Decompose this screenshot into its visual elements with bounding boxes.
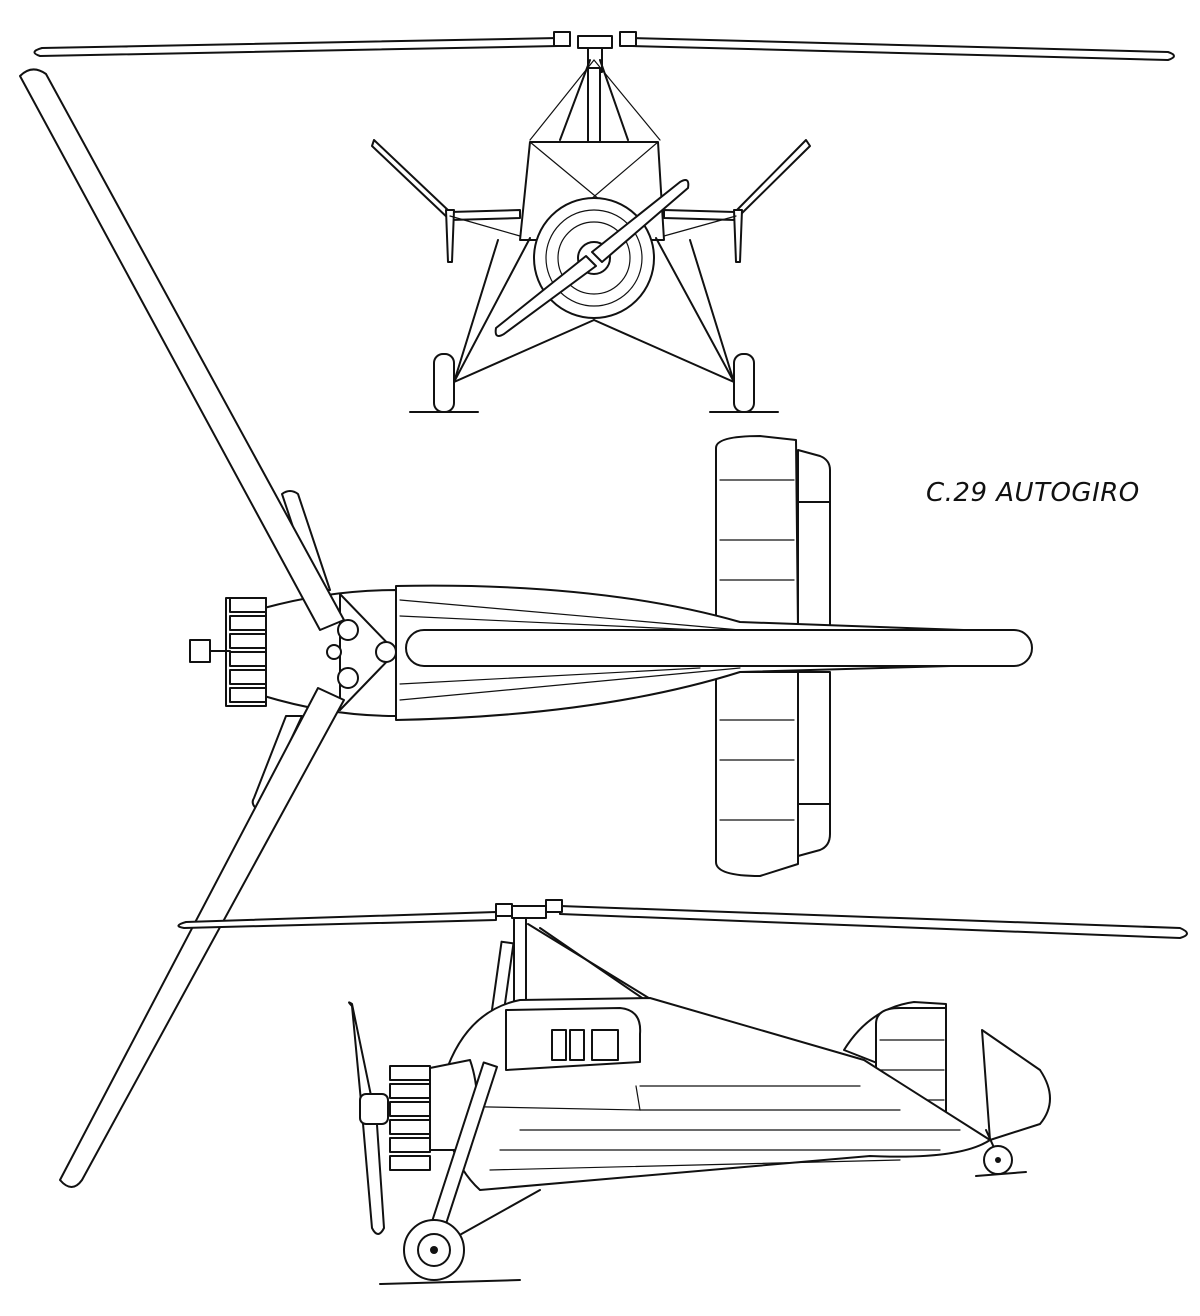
plan-view-tailplane: [715, 435, 831, 877]
front-view-propeller: [494, 179, 690, 337]
front-view-rotor: [33, 31, 1175, 73]
front-view-pylon: [529, 59, 661, 151]
side-view-rotor: [177, 899, 1188, 939]
side-view-fuselage: [439, 997, 991, 1191]
plan-view: [19, 68, 1033, 1188]
side-view-propeller: [348, 1001, 389, 1235]
plan-view-hub: [326, 593, 397, 711]
plan-view-engine: [189, 589, 397, 717]
front-view-wings: [371, 139, 811, 263]
plan-view-rotor: [19, 68, 345, 1188]
front-view: [33, 31, 1175, 413]
side-view-tail-wheel: [975, 1129, 1027, 1177]
front-view-landing-gear: [409, 237, 779, 413]
plan-view-fuselage: [395, 584, 1033, 721]
side-view: [177, 899, 1188, 1285]
side-view-main-gear: [379, 1061, 541, 1285]
plan-view-stub-wings: [251, 490, 331, 811]
drawing-title: C.29 AUTOGIRO: [926, 478, 1140, 508]
